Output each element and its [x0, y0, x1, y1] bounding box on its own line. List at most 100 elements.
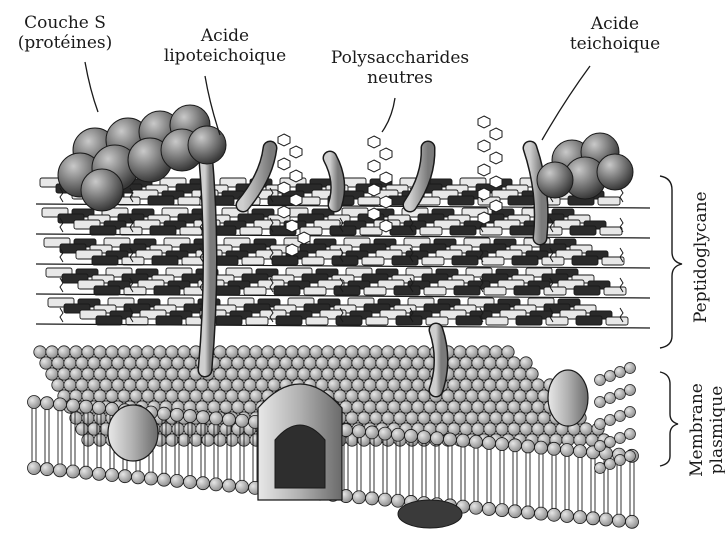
lipid-head: [184, 379, 196, 391]
lipid-head: [532, 423, 544, 435]
label-s-layer-line1: Couche S: [6, 13, 124, 33]
lipid-head: [304, 357, 316, 369]
lipid-head: [268, 357, 280, 369]
lipid-head: [172, 423, 184, 435]
lipid-head: [76, 357, 88, 369]
lipid-head: [210, 412, 223, 425]
lipid-head: [418, 390, 430, 402]
lipid-head: [178, 368, 190, 380]
lipid-head: [496, 423, 508, 435]
lipid-head: [392, 428, 405, 441]
label-lipoteichoic-acid: Acide lipoteichoique: [150, 26, 300, 66]
glycan-strand: [246, 317, 268, 325]
lipid-head: [82, 368, 94, 380]
glycan-strand: [600, 227, 622, 235]
lipid-head: [400, 357, 412, 369]
sugar-residue: [278, 134, 290, 146]
lipid-head: [520, 357, 532, 369]
lipid-head: [502, 412, 514, 424]
glycan-strand: [126, 317, 148, 325]
lipid-head: [250, 368, 262, 380]
lipid-head: [154, 346, 166, 358]
lipid-head: [148, 357, 160, 369]
lipid-head: [358, 412, 370, 424]
lipid-head: [412, 401, 424, 413]
lipid-head: [454, 412, 466, 424]
lipid-head: [100, 379, 112, 391]
lipid-head: [236, 414, 249, 427]
lipid-head: [532, 379, 544, 391]
lipid-head: [484, 423, 496, 435]
lipid-head: [400, 379, 412, 391]
lipid-head: [166, 434, 178, 446]
lipid-head: [232, 379, 244, 391]
lipid-head: [460, 423, 472, 435]
lipid-head: [226, 434, 238, 446]
lipid-head: [100, 357, 112, 369]
lipid-head: [454, 368, 466, 380]
lipid-head: [532, 401, 544, 413]
sugar-residue: [286, 244, 298, 256]
glycan-strand: [244, 287, 266, 295]
lipid-head: [478, 412, 490, 424]
lipid-head: [388, 401, 400, 413]
lipid-head: [595, 419, 606, 430]
lipid-head: [454, 346, 466, 358]
lipid-head: [366, 492, 379, 505]
lipid-head: [298, 368, 310, 380]
lipid-head: [466, 368, 478, 380]
lipid-head: [154, 390, 166, 402]
lipid-head: [208, 379, 220, 391]
lipid-head: [124, 357, 136, 369]
lipid-head: [80, 400, 93, 413]
lipid-head: [223, 479, 236, 492]
lipid-head: [431, 432, 444, 445]
lipid-head: [460, 379, 472, 391]
sugar-residue: [290, 170, 302, 182]
lipid-head: [605, 371, 616, 382]
lipid-head: [388, 379, 400, 391]
lipid-head: [508, 401, 520, 413]
lipid-head: [94, 368, 106, 380]
glycan-strand: [480, 227, 502, 235]
glycan-strand: [574, 286, 600, 295]
lipid-head: [106, 469, 119, 482]
lipid-head: [352, 401, 364, 413]
lipid-head: [70, 346, 82, 358]
lipid-head: [130, 368, 142, 380]
lipid-head: [118, 368, 130, 380]
lipid-head: [406, 390, 418, 402]
lipid-head: [178, 346, 190, 358]
lipid-head: [226, 346, 238, 358]
lipid-head: [538, 412, 550, 424]
glycan-strand: [450, 226, 476, 235]
lipid-head: [376, 379, 388, 391]
lipid-head: [286, 368, 298, 380]
lipid-head: [358, 368, 370, 380]
lipid-head: [46, 368, 58, 380]
lipid-head: [484, 401, 496, 413]
lipid-head: [376, 357, 388, 369]
lipid-head: [595, 441, 606, 452]
lipid-head: [478, 346, 490, 358]
lipid-head: [142, 346, 154, 358]
lipid-head: [256, 357, 268, 369]
sugar-residue: [368, 136, 380, 148]
lipid-head: [76, 379, 88, 391]
lipid-head: [196, 379, 208, 391]
label-membrane-line2: plasmique: [707, 375, 725, 485]
glycan-strand: [452, 256, 478, 265]
lipid-head: [472, 357, 484, 369]
glycan-strand: [332, 256, 358, 265]
lipid-head: [364, 379, 376, 391]
lipid-head: [490, 390, 502, 402]
lipid-head: [298, 346, 310, 358]
glycan-strand: [510, 226, 536, 235]
glycan-strand: [150, 226, 176, 235]
lipid-head: [520, 401, 532, 413]
lipid-head: [466, 412, 478, 424]
lipid-head: [470, 501, 483, 514]
lipid-head: [232, 357, 244, 369]
lipid-head: [166, 390, 178, 402]
